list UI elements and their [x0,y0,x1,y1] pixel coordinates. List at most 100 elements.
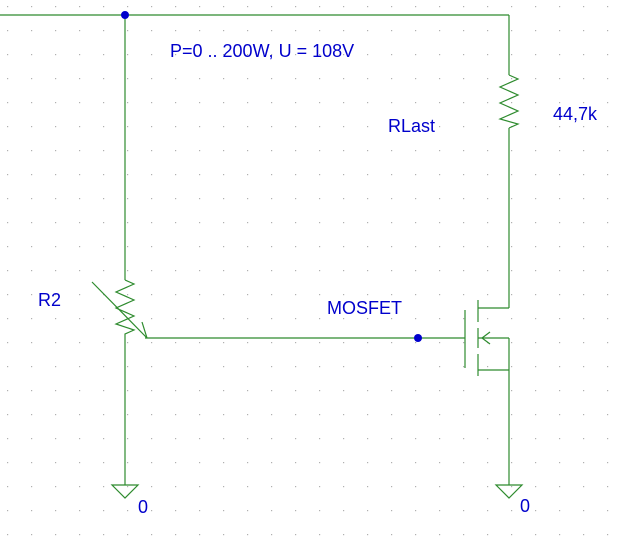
junction-gate [414,334,422,342]
grid-dot [343,342,345,344]
grid-dot [175,270,177,272]
grid-dot [151,318,153,320]
grid-dot [271,246,273,248]
grid-dot [7,6,9,8]
grid-dot [439,270,441,272]
grid-dot [535,150,537,152]
grid-dot [367,126,369,128]
grid-dot [559,438,561,440]
grid-dot [319,198,321,200]
grid-dot [463,462,465,464]
grid-dot [415,294,417,296]
grid-dot [7,30,9,32]
grid-dot [223,438,225,440]
grid-dot [391,534,393,536]
grid-dot [391,30,393,32]
grid-dot [367,462,369,464]
grid-dot [31,54,33,56]
grid-dot [271,294,273,296]
grid-dot [367,54,369,56]
grid-dot [247,6,249,8]
grid-dot [31,342,33,344]
grid-dot [535,510,537,512]
grid-dot [175,438,177,440]
grid-dot [271,6,273,8]
grid-dot [79,318,81,320]
grid-dot [151,414,153,416]
grid-dot [607,54,609,56]
grid-dot [319,78,321,80]
grid-dot [511,414,513,416]
grid-dot [271,30,273,32]
grid-dot [127,126,129,128]
grid-dot [223,414,225,416]
grid-dot [295,486,297,488]
grid-dot [31,174,33,176]
grid-dot [559,462,561,464]
grid-dot [391,414,393,416]
grid-dot [247,30,249,32]
grid-dot [223,342,225,344]
grid-dot [7,126,9,128]
grid-dot [319,174,321,176]
grid-dot [463,78,465,80]
grid-dot [127,270,129,272]
grid-dot [463,102,465,104]
grid-dot [295,78,297,80]
grid-dot [223,294,225,296]
grid-dot [127,294,129,296]
grid-dot [199,270,201,272]
grid-dot [31,438,33,440]
ground-right-symbol [494,484,524,499]
grid-dot [583,126,585,128]
grid-dot [583,438,585,440]
grid-dot [79,54,81,56]
grid-dot [295,102,297,104]
grid-dot [247,366,249,368]
grid-dot [559,246,561,248]
grid-dot [151,534,153,536]
grid-dot [583,6,585,8]
grid-dot [7,78,9,80]
grid-dot [295,6,297,8]
grid-dot [175,414,177,416]
grid-dot [31,462,33,464]
grid-dot [175,294,177,296]
grid-dot [607,414,609,416]
grid-dot [31,126,33,128]
grid-dot [535,534,537,536]
grid-dot [583,270,585,272]
grid-dot [463,366,465,368]
grid-dot [271,198,273,200]
grid-dot [31,246,33,248]
grid-dot [79,174,81,176]
grid-dot [271,318,273,320]
grid-dot [175,198,177,200]
ground-left-symbol [110,484,140,499]
grid-dot [511,462,513,464]
grid-dot [271,390,273,392]
grid-dot [199,150,201,152]
grid-dot [79,198,81,200]
grid-dot [487,174,489,176]
grid-dot [415,510,417,512]
grid-dot [319,462,321,464]
grid-dot [319,30,321,32]
grid-dot [319,222,321,224]
grid-dot [31,534,33,536]
grid-dot [151,246,153,248]
grid-dot [127,438,129,440]
grid-dot [343,174,345,176]
grid-dot [343,270,345,272]
grid-dot [559,390,561,392]
grid-dot [151,126,153,128]
grid-dot [439,486,441,488]
grid-dot [343,462,345,464]
grid-dot [415,30,417,32]
wires [0,14,510,485]
grid-dot [31,486,33,488]
grid-dot [79,438,81,440]
grid-dot [7,174,9,176]
grid-dot [295,174,297,176]
grid-dot [199,342,201,344]
